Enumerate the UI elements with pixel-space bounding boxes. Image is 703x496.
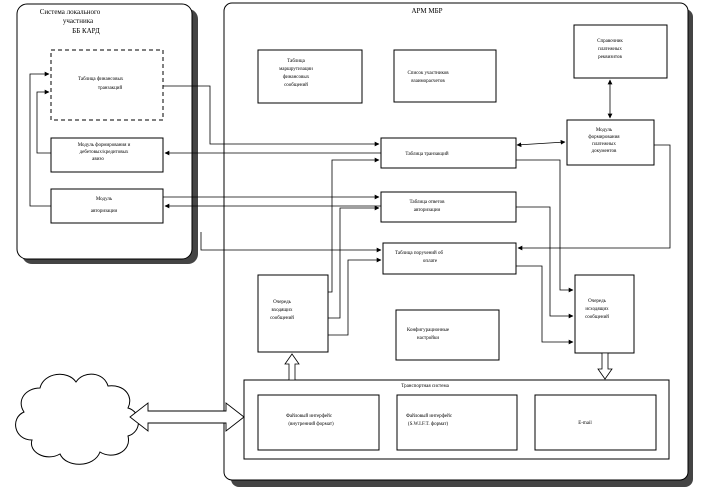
- module-formation-line2: дебетовых/кредитовых: [80, 150, 129, 155]
- auth-answers-box: [380, 191, 517, 223]
- payment-ref-line2: платежных: [598, 47, 622, 52]
- payment-ref-box: [573, 24, 668, 79]
- payment-module-line2: формирования: [588, 135, 620, 140]
- payment-ref-line1: Справочник: [597, 39, 623, 44]
- participants-list-line1: Список участников: [407, 71, 449, 76]
- tx-table-box: [380, 137, 517, 169]
- routing-table-line2: маршрутизации: [279, 67, 313, 72]
- inqueue-to-answers-arrow: [328, 205, 380, 319]
- file-swift-line2: (S.W.I.F.T. формат): [408, 422, 449, 427]
- fin-tx-table-box: [50, 49, 164, 121]
- routing-table-line1: Таблица: [287, 59, 305, 64]
- transport-title: Транспортная система: [401, 384, 449, 389]
- config-line2: настройки: [417, 336, 439, 341]
- incoming-queue-line1: Очередь: [273, 300, 292, 305]
- auth-answers-line2: авторизации: [414, 208, 441, 213]
- incoming-queue-line2: входящих: [272, 308, 293, 313]
- local-system-title-line3: ББ КАРД: [72, 27, 100, 35]
- file-swift-box: [396, 394, 518, 451]
- outgoing-queue-box: [574, 274, 635, 354]
- routing-table-box: [257, 49, 363, 104]
- cloud-transport-double-arrow: [129, 402, 245, 432]
- payment-module-line1: Модуль: [596, 128, 613, 133]
- outqueue-to-transport-arrow: [597, 352, 613, 380]
- participants-list-line2: взаиморасчетов: [411, 79, 445, 84]
- payment-module-to-instr-arrow: [517, 144, 671, 251]
- config-line1: Конфигурационные: [407, 328, 450, 333]
- auth-answers-line1: Таблица ответов: [409, 200, 445, 205]
- file-internal-line2: (внутренний формат): [288, 422, 334, 427]
- tx-table-label: Таблица транзакций: [405, 152, 449, 157]
- module-formation-line1: Модуль формирования и: [78, 143, 131, 148]
- txtable-to-outqueue-arrow: [516, 159, 574, 293]
- file-internal-line1: Файловый интерфейс: [286, 414, 333, 419]
- local-system-title-line1: Система локального: [40, 8, 101, 16]
- participants-list-box: [393, 49, 497, 103]
- inqueue-to-txtable-arrow: [328, 157, 380, 293]
- inqueue-to-instr-arrow: [328, 257, 382, 336]
- arm-title: АРМ МБР: [411, 7, 442, 15]
- module-formation-line3: авизо: [92, 157, 104, 162]
- instr-to-outqueue-arrow: [516, 265, 574, 345]
- incoming-queue-line3: сообщений: [270, 316, 294, 321]
- email-label: E-mail: [578, 421, 592, 426]
- network-cloud-icon: [15, 373, 139, 465]
- payment-module-line4: документов: [592, 149, 618, 154]
- routing-table-line4: сообщений: [284, 83, 308, 88]
- config-box: [395, 309, 500, 361]
- module-auth-line2: авторизации: [91, 209, 118, 214]
- payment-instr-line1: Таблица поручений об: [395, 251, 444, 256]
- file-internal-box: [257, 394, 380, 451]
- fintx-to-txtable-arrow: [163, 85, 380, 147]
- auth-to-fintx-arrow: [29, 71, 51, 207]
- email-box: [534, 394, 657, 451]
- local-to-payment-instr-arrow: [200, 232, 382, 253]
- payment-module-line3: платежных: [592, 142, 616, 147]
- local-system-title-line2: участника: [63, 17, 94, 25]
- module-auth-line1: Модуль: [96, 197, 113, 202]
- module-formation-box: [50, 137, 164, 173]
- payment-module-box: [566, 119, 655, 166]
- outgoing-queue-line2: исходящих: [585, 307, 609, 312]
- answers-to-outqueue-arrow: [516, 206, 574, 319]
- payment-instr-box: [382, 242, 517, 275]
- transport-to-inqueue-arrow: [284, 353, 300, 381]
- payment-ref-line3: реквизитов: [598, 55, 622, 60]
- fin-tx-table-line2: транзакций: [98, 86, 123, 91]
- routing-table-line3: финансовых: [283, 75, 310, 80]
- formation-to-fintx-arrow: [36, 89, 51, 154]
- txtable-payment-module-link: [516, 139, 566, 148]
- local-system-container: [16, 3, 198, 264]
- file-swift-line1: Файловый интерфейс: [406, 414, 453, 419]
- payment-instr-line2: оплате: [423, 259, 438, 264]
- incoming-queue-box: [257, 274, 329, 353]
- outgoing-queue-line3: сообщений: [585, 315, 609, 320]
- fin-tx-table-line1: Таблица финансовых: [78, 77, 124, 82]
- module-auth-box: [50, 188, 164, 224]
- outgoing-queue-line1: Очередь: [588, 299, 607, 304]
